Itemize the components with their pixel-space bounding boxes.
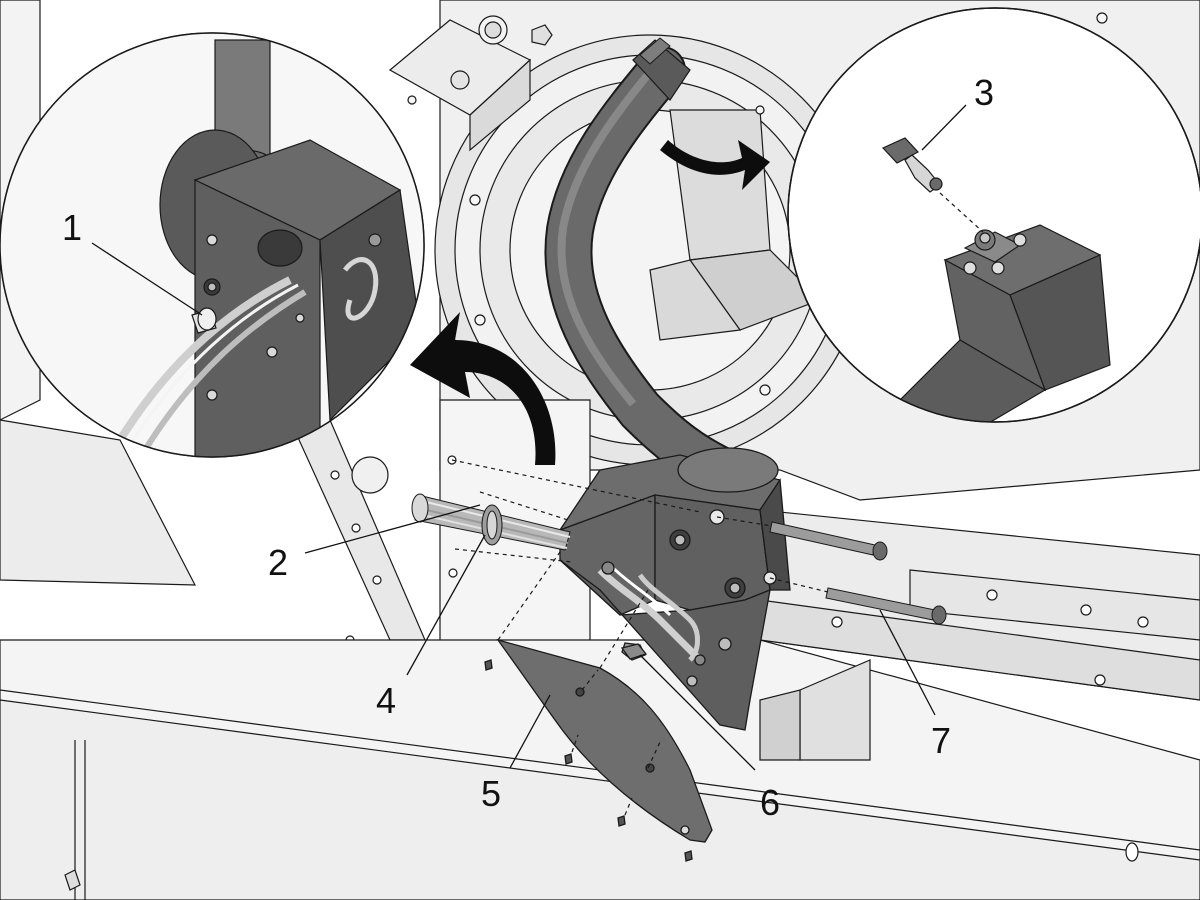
leader-line-5 <box>509 694 551 769</box>
curved-arrow-icon <box>410 312 556 465</box>
leader-line-4 <box>406 534 486 676</box>
callout-4: 4 <box>376 680 396 721</box>
leader-line-7 <box>879 609 936 716</box>
callout-labels: 1 2 3 4 5 6 7 <box>62 72 994 823</box>
callout-2: 2 <box>268 542 288 583</box>
curved-arrow-icon <box>660 140 770 190</box>
tube-bundle <box>411 493 571 551</box>
leader-line-2 <box>304 504 481 554</box>
callout-1: 1 <box>62 207 82 248</box>
manifold-block <box>558 447 791 731</box>
callout-3: 3 <box>974 72 994 113</box>
detail-circle-left <box>0 32 425 458</box>
coolant-pipe <box>544 37 744 494</box>
leader-line-1 <box>91 242 203 316</box>
leader-line-3 <box>921 104 967 151</box>
assembly-guide-lines <box>451 459 829 816</box>
callout-5: 5 <box>481 773 501 814</box>
callout-7: 7 <box>931 720 951 761</box>
leader-lines <box>91 104 967 771</box>
mounting-bolts <box>769 521 947 625</box>
leader-line-6 <box>639 654 756 771</box>
callout-6: 6 <box>760 782 780 823</box>
